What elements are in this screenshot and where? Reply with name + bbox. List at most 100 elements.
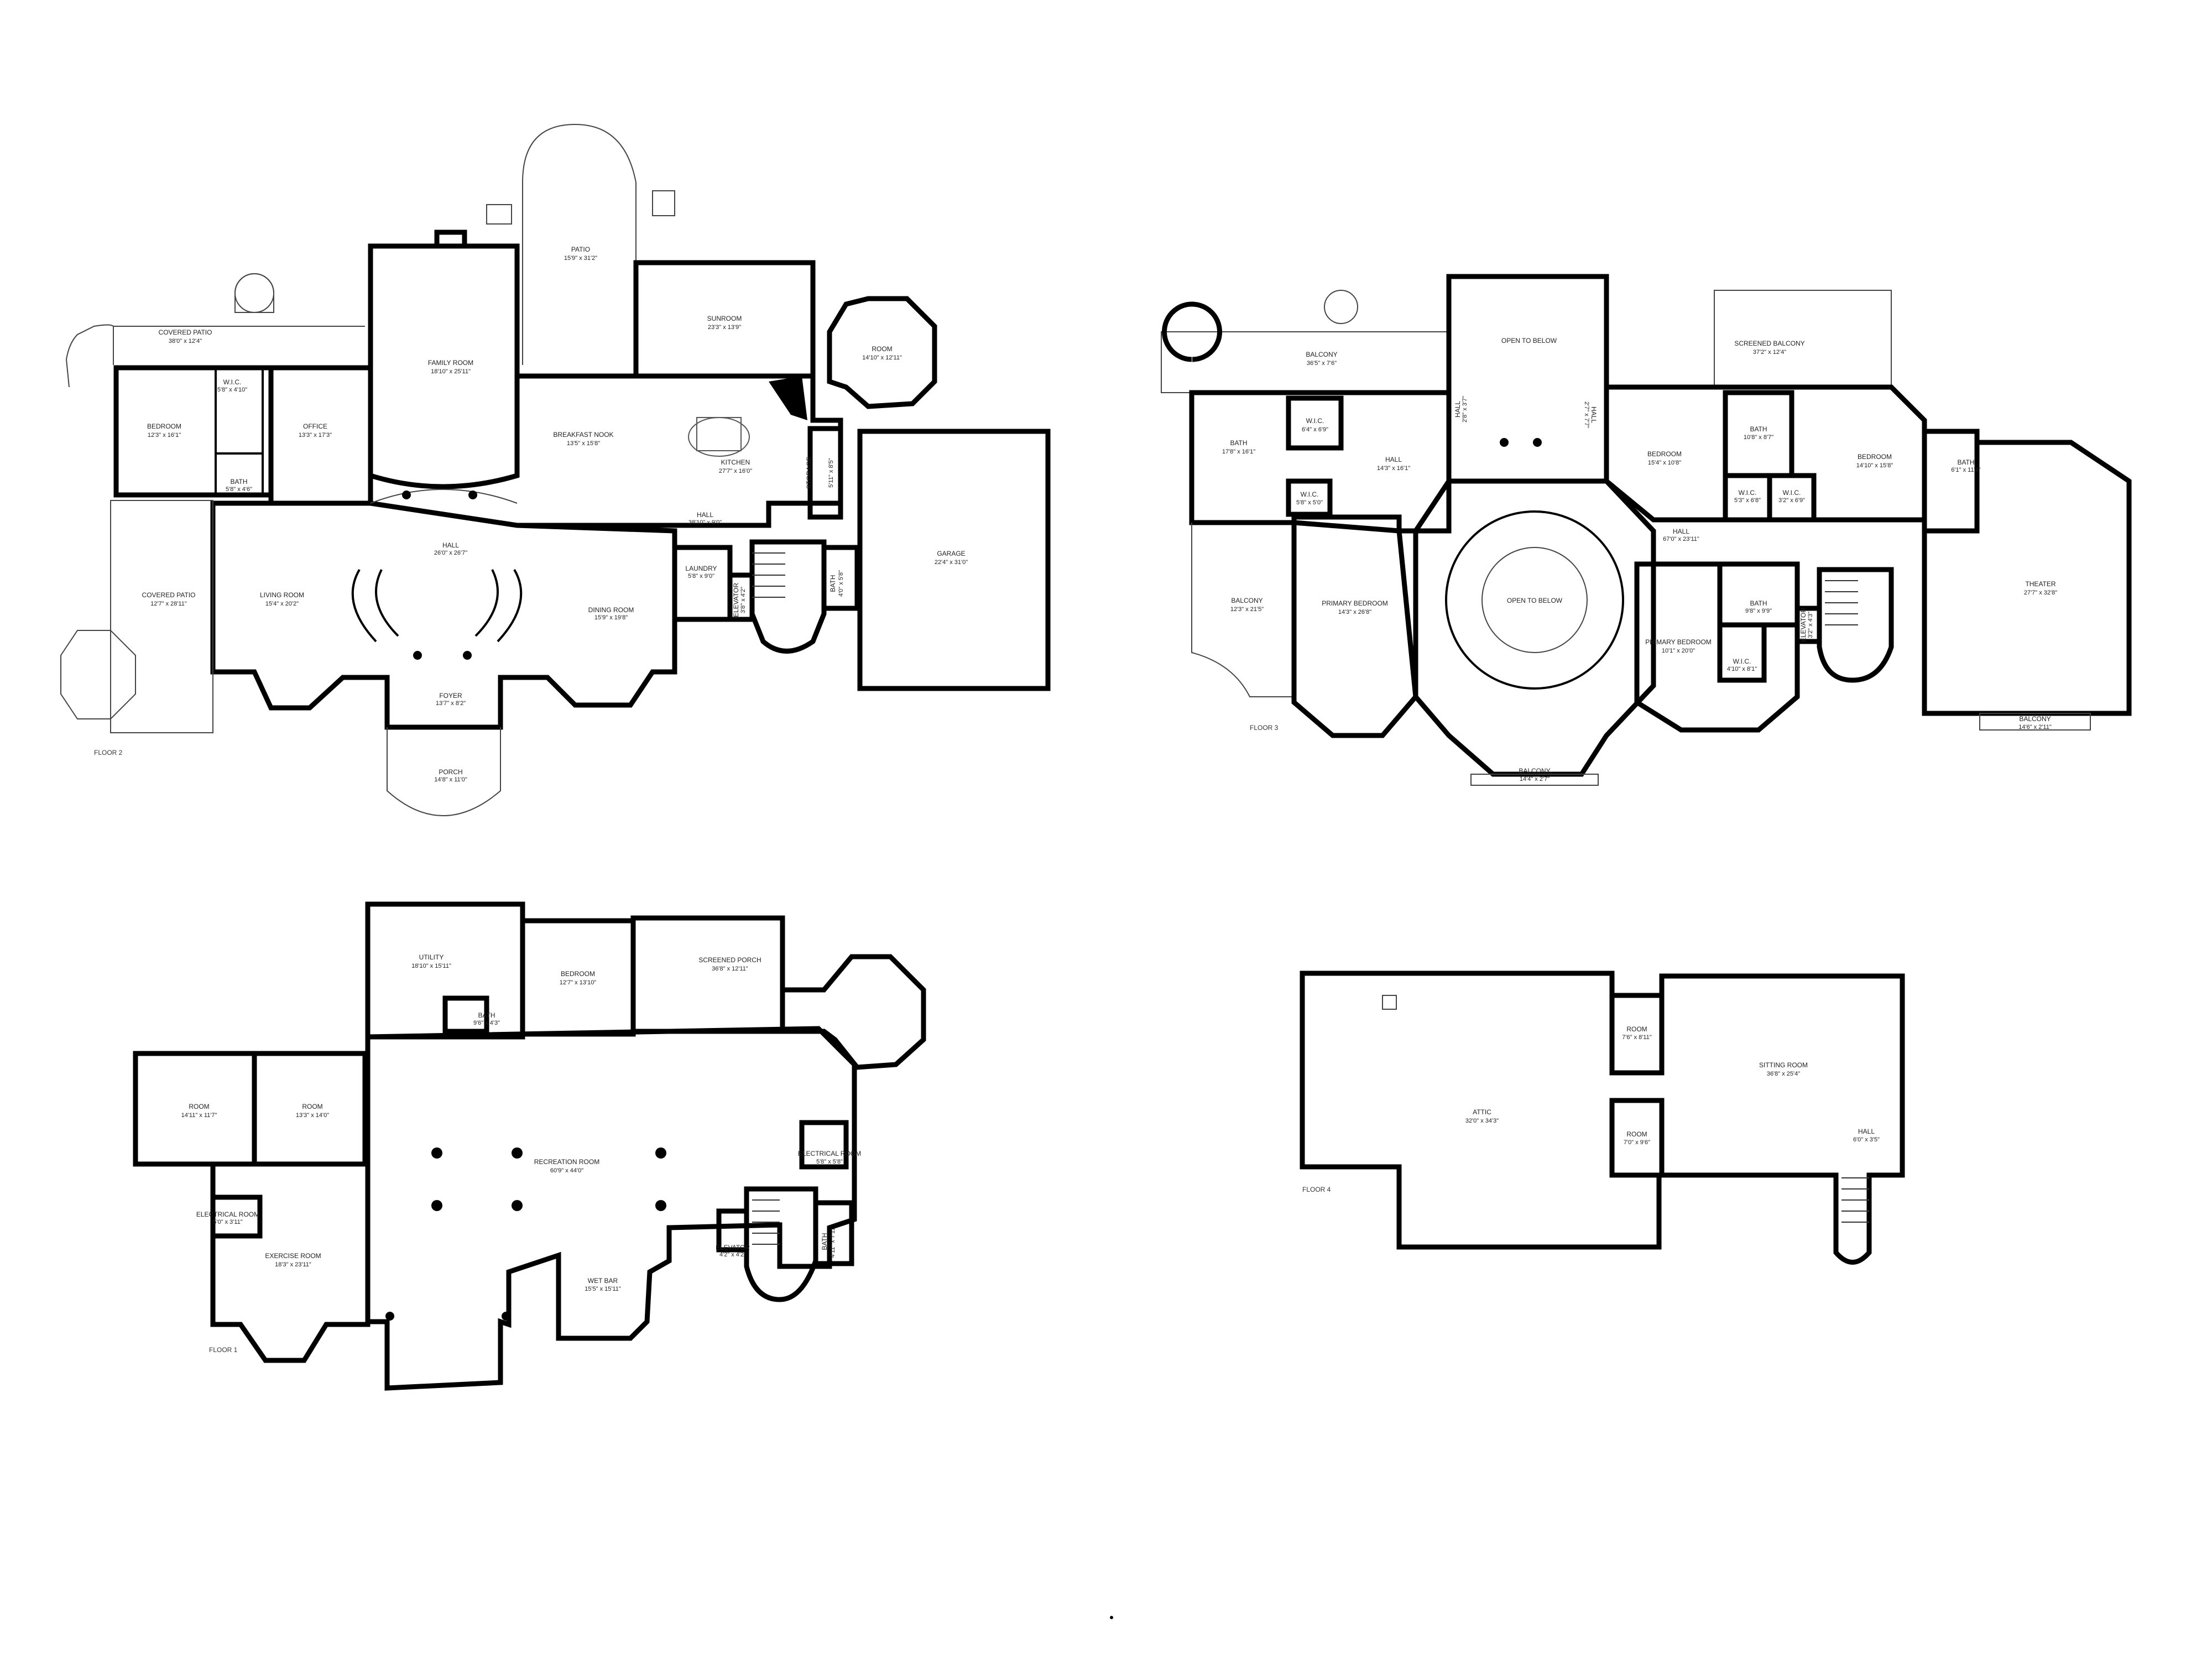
room-name: PRIMARY BEDROOM <box>1645 638 1712 646</box>
room-dimensions: 7'0" x 9'6" <box>1624 1139 1650 1146</box>
wic-d-walls <box>1767 473 1817 523</box>
room-name: W.I.C. <box>1783 489 1801 497</box>
spiral-stair-floor2 <box>234 273 274 313</box>
porch-outline <box>387 727 501 816</box>
room-dimensions: 4'11" x 7'11" <box>830 1225 836 1258</box>
family-room-walls <box>368 243 520 489</box>
room-name: BEDROOM <box>1647 450 1682 458</box>
room-name: LIVING ROOM <box>260 591 304 599</box>
room-name: PORCH <box>439 768 462 776</box>
room-name: ELEVATOR <box>732 583 740 617</box>
room-name: SCREENED PORCH <box>698 956 761 964</box>
floor-1-plan <box>133 901 926 1391</box>
room-name: HALL <box>1385 456 1402 463</box>
room-dimensions: 14'11" x 11'7" <box>181 1112 217 1119</box>
room-dimensions: 5'8" x 4'10" <box>217 387 247 393</box>
electrical-room-east-walls <box>799 1120 849 1170</box>
room-dimensions: 15'4" x 20'2" <box>265 601 299 607</box>
room-dimensions: 10'8" x 8'7" <box>1744 434 1773 441</box>
room-dimensions: 6'0" x 3'5" <box>1853 1136 1880 1143</box>
screened-porch-walls <box>630 915 785 1034</box>
room-dimensions: 14'8" x 11'0" <box>434 776 467 783</box>
room-name: SCREENED BALCONY <box>1734 340 1804 347</box>
room-name: GARAGE <box>937 550 965 557</box>
west-bath-hall-walls <box>1189 390 1452 534</box>
chimney-block <box>769 376 807 420</box>
stair-tower-floor3-walls <box>1817 567 1894 683</box>
room-name: BATH <box>1957 458 1974 466</box>
room-dimensions: 2'8" x 3'7" <box>1462 396 1468 422</box>
room-name: HALL <box>1590 406 1598 423</box>
curved-staircase-left <box>351 568 399 643</box>
room-name: KITCHEN <box>721 458 750 466</box>
room-name: WET BAR <box>588 1277 618 1285</box>
room-name: RECREATION ROOM <box>534 1158 599 1166</box>
room-dimensions: 4'2" x 4'2" <box>719 1251 746 1258</box>
attic-hatch <box>1382 995 1397 1010</box>
floor-2-plan <box>60 123 1051 816</box>
room-name: EXERCISE ROOM <box>265 1252 321 1260</box>
room-name: BATH <box>821 1233 828 1250</box>
room-dimensions: 12'7" x 13'10" <box>560 979 597 986</box>
room-dimensions: 13'3" x 14'0" <box>296 1112 329 1119</box>
room-dimensions: 14'3" x 26'8" <box>1338 609 1371 615</box>
balcony-theater-outline <box>1979 713 2091 731</box>
room-name: BALCONY <box>1231 597 1262 604</box>
room-dimensions: 18'10" x 25'11" <box>431 368 471 375</box>
floor-2-labels: FLOOR 2 COVERED PATIO 38'0" x 12'4" BEDR… <box>94 246 968 783</box>
room-dimensions: 38'0" x 12'4" <box>169 338 202 345</box>
room-name: BATH <box>1750 599 1767 607</box>
bedroom-walls <box>113 365 274 498</box>
room-dimensions: 2'7" x 7'7" <box>1583 401 1590 428</box>
room-name: THEATER <box>2025 580 2056 588</box>
room-name: W.I.C. <box>1739 489 1757 497</box>
room-dimensions: 6'4" x 6'9" <box>1302 426 1328 433</box>
room-dimensions: 6'1" x 11'4" <box>1951 467 1980 473</box>
stairs-floor4 <box>1841 1177 1869 1223</box>
spiral-stair-floor3 <box>1324 290 1358 324</box>
room-name: BALCONY <box>1519 767 1550 775</box>
room-name: BEDROOM <box>561 970 595 978</box>
room-name: BATH <box>478 1011 495 1019</box>
room-name: ELEVATOR <box>716 1244 750 1251</box>
garage-walls <box>857 429 1051 691</box>
room-name: BEDROOM <box>1858 453 1892 461</box>
room-dimensions: 5'3" x 6'8" <box>1734 497 1761 504</box>
room-name: SUNROOM <box>707 315 742 322</box>
covered-patio-outline <box>65 324 114 388</box>
room-name: ROOM <box>189 1103 209 1110</box>
stairs-floor3 <box>1825 580 1858 625</box>
round-opening-outer <box>1445 510 1624 690</box>
room-dimensions: 60'9" x 44'0" <box>550 1167 583 1174</box>
room-b-floor4-walls <box>1609 1098 1665 1178</box>
room-dimensions: 5'8" x 9'0" <box>688 573 714 580</box>
room-name: HALL <box>1454 401 1462 418</box>
wic-b-walls <box>1286 478 1333 517</box>
small-bath-walls <box>821 545 860 611</box>
room-dimensions: 9'8" x 9'9" <box>1745 608 1772 614</box>
room-dimensions: 14'10" x 15'8" <box>1856 462 1893 469</box>
room-dimensions: 5'8" x 5'0" <box>1296 499 1323 506</box>
room-name: BALCONY <box>1306 351 1337 358</box>
room-dimensions: 15'9" x 31'2" <box>564 255 597 262</box>
primary-bedroom-b-walls <box>1634 561 1800 733</box>
room-name: SITTING ROOM <box>1759 1061 1808 1069</box>
round-tub-walls <box>1162 301 1222 362</box>
room-name: BATH <box>1230 439 1247 447</box>
room-name: PRIMARY BEDROOM <box>1322 599 1388 607</box>
room-dimensions: 14'10" x 12'11" <box>862 354 902 361</box>
main-body-walls <box>210 500 677 730</box>
room-name: HALL <box>1673 528 1689 535</box>
page-dot <box>1110 1616 1113 1619</box>
room-dimensions: 23'3" x 13'9" <box>708 324 741 331</box>
room-name: COVERED PATIO <box>142 591 196 599</box>
floor-4-outline <box>1300 971 1905 1265</box>
recreation-room-walls <box>365 1026 857 1391</box>
room-dimensions: 15'4" x 10'8" <box>1648 460 1681 466</box>
covered-patio-left-outline <box>110 500 213 733</box>
room-name: BATH <box>829 575 837 592</box>
room-dimensions: 18'3" x 23'11" <box>275 1261 311 1268</box>
room-dimensions: 5'0" x 3'11" <box>213 1219 242 1225</box>
primary-bedroom-a-walls <box>1291 520 1418 738</box>
